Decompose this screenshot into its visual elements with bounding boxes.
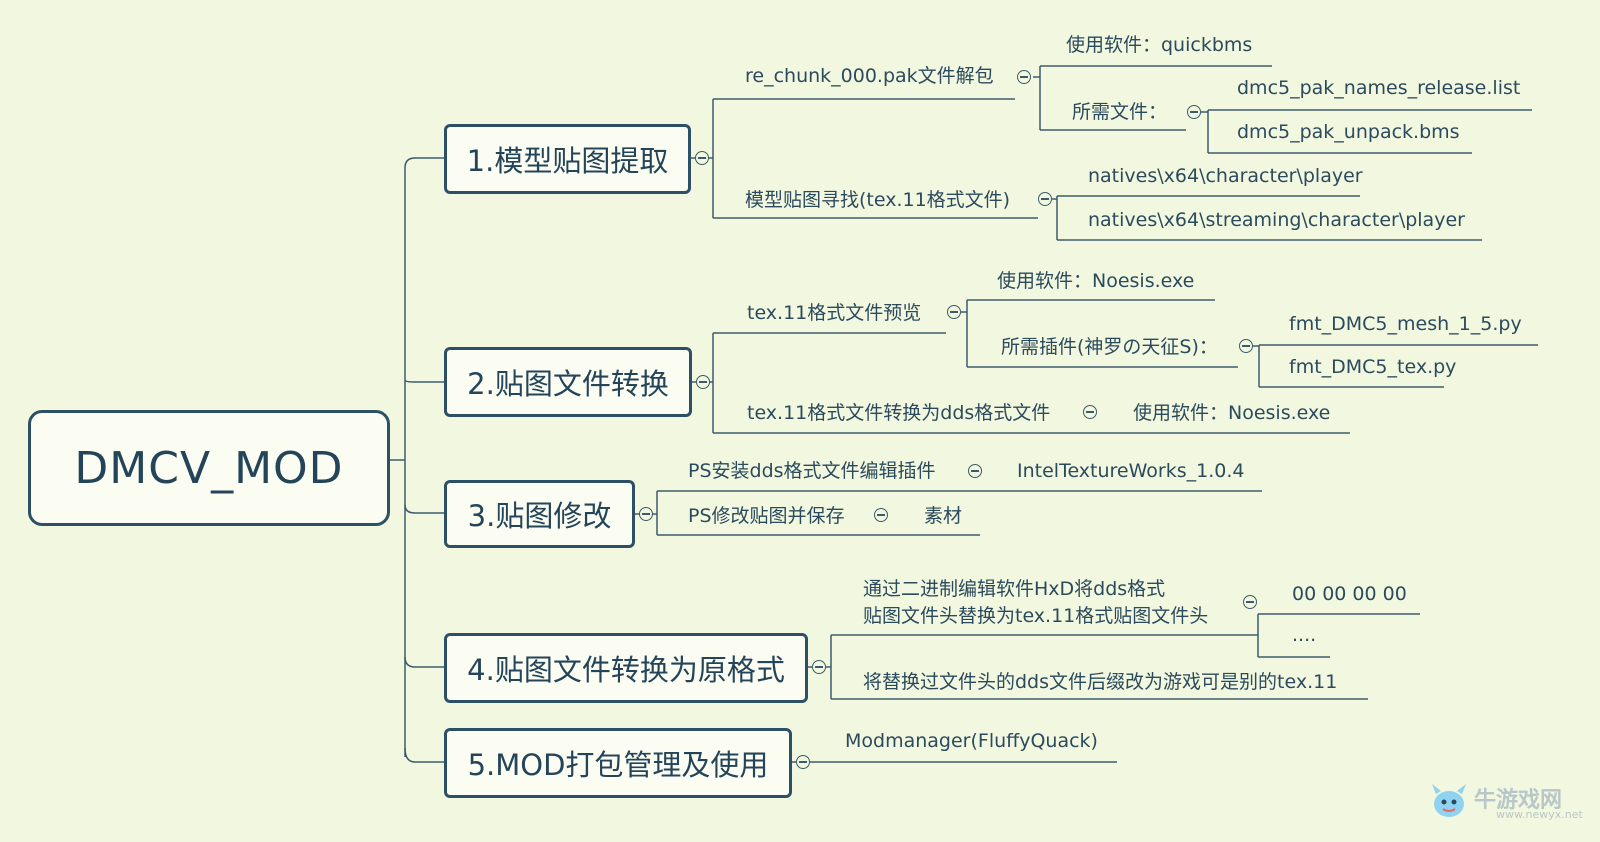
collapse-toggle-icon[interactable] <box>1083 405 1097 419</box>
node-ps-edit-save[interactable]: PS修改贴图并保存 <box>688 505 845 527</box>
node-modmanager[interactable]: Modmanager(FluffyQuack) <box>845 730 1098 752</box>
root-node[interactable]: DMCV_MOD <box>28 410 390 526</box>
node-required-files[interactable]: 所需文件： <box>1072 101 1168 123</box>
watermark-logo: 牛游戏网 www.newyx.net <box>1426 778 1596 830</box>
collapse-toggle-icon[interactable] <box>968 464 982 478</box>
collapse-toggle-icon[interactable] <box>1038 192 1052 206</box>
branch-5-node[interactable]: 5.MOD打包管理及使用 <box>444 728 792 798</box>
node-path-streaming[interactable]: natives\x64\streaming\character\player <box>1088 209 1465 231</box>
node-hex-header[interactable]: 00 00 00 00 <box>1292 583 1407 605</box>
node-ps-plugin-install[interactable]: PS安装dds格式文件编辑插件 <box>688 460 936 482</box>
node-material[interactable]: 素材 <box>924 505 963 527</box>
node-path-character[interactable]: natives\x64\character\player <box>1088 165 1363 187</box>
collapse-toggle-icon[interactable] <box>696 375 710 389</box>
branch-2-node[interactable]: 2.贴图文件转换 <box>444 347 692 417</box>
node-tex-preview[interactable]: tex.11格式文件预览 <box>747 302 922 324</box>
collapse-toggle-icon[interactable] <box>1239 339 1253 353</box>
node-ellipsis[interactable]: .... <box>1292 624 1317 646</box>
node-tex-to-dds[interactable]: tex.11格式文件转换为dds格式文件 <box>747 402 1051 424</box>
mascot-logo-icon <box>1432 784 1466 817</box>
collapse-toggle-icon[interactable] <box>695 151 709 165</box>
branch-1-node[interactable]: 1.模型贴图提取 <box>444 124 691 194</box>
node-software-noesis[interactable]: 使用软件：Noesis.exe <box>997 270 1195 292</box>
watermark-text: 牛游戏网 <box>1474 788 1563 813</box>
node-plugin-mesh[interactable]: fmt_DMC5_mesh_1_5.py <box>1289 313 1522 335</box>
collapse-toggle-icon[interactable] <box>1243 595 1257 609</box>
node-software-quickbms[interactable]: 使用软件：quickbms <box>1066 34 1253 56</box>
node-pak-unpack[interactable]: re_chunk_000.pak文件解包 <box>745 65 994 87</box>
node-software-noesis-2[interactable]: 使用软件：Noesis.exe <box>1133 402 1331 424</box>
branch-4-node[interactable]: 4.贴图文件转换为原格式 <box>444 633 808 703</box>
node-plugin-tex[interactable]: fmt_DMC5_tex.py <box>1289 356 1457 378</box>
collapse-toggle-icon[interactable] <box>1187 105 1201 119</box>
node-required-plugins[interactable]: 所需插件(神罗の天征S)： <box>1001 336 1218 358</box>
node-intel-texture-works[interactable]: IntelTextureWorks_1.0.4 <box>1017 460 1245 482</box>
collapse-toggle-icon[interactable] <box>796 755 810 769</box>
node-file-unpack-bms[interactable]: dmc5_pak_unpack.bms <box>1237 121 1460 143</box>
node-rename-suffix[interactable]: 将替换过文件头的dds文件后缀改为游戏可是别的tex.11 <box>863 671 1338 693</box>
collapse-toggle-icon[interactable] <box>947 305 961 319</box>
node-texture-search[interactable]: 模型贴图寻找(tex.11格式文件) <box>745 189 1011 211</box>
branch-3-node[interactable]: 3.贴图修改 <box>444 480 635 548</box>
node-file-names-list[interactable]: dmc5_pak_names_release.list <box>1237 77 1521 99</box>
collapse-toggle-icon[interactable] <box>874 508 888 522</box>
node-hxd-line-2[interactable]: 贴图文件头替换为tex.11格式贴图文件头 <box>863 605 1209 627</box>
watermark-url: www.newyx.net <box>1496 808 1583 821</box>
collapse-toggle-icon[interactable] <box>639 507 653 521</box>
collapse-toggle-icon[interactable] <box>1017 70 1031 84</box>
collapse-toggle-icon[interactable] <box>812 660 826 674</box>
node-hxd-line-1[interactable]: 通过二进制编辑软件HxD将dds格式 <box>863 578 1166 600</box>
